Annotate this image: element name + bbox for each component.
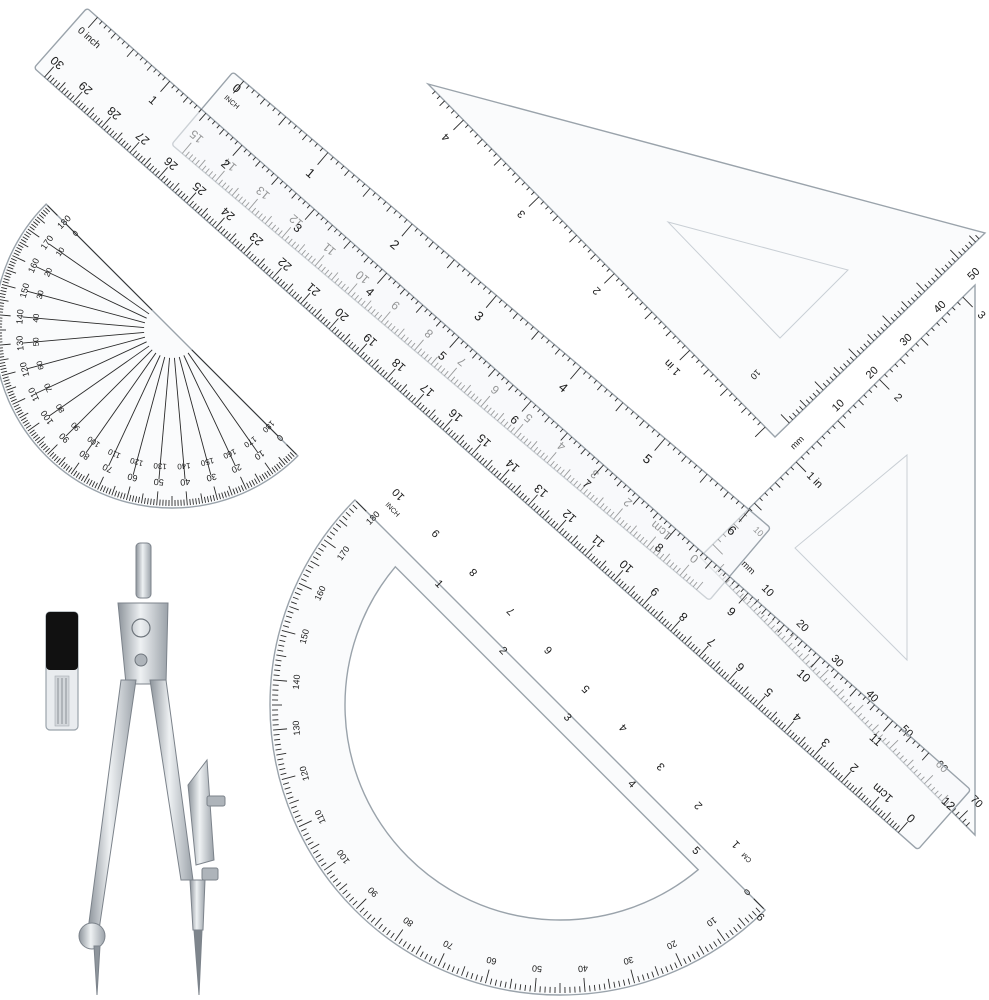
cm-number: 6: [542, 643, 555, 656]
protractor-number: 30: [622, 954, 634, 966]
cm-number: 1: [730, 838, 743, 851]
protractor-number: 30: [205, 471, 217, 483]
clamp-screw-icon: [201, 867, 219, 881]
inch-number: 3: [975, 309, 988, 322]
lead-point-icon: [193, 929, 203, 996]
cm-number: 2: [692, 799, 705, 812]
mm-number: 30: [898, 331, 915, 348]
inch-number: 4: [440, 131, 453, 144]
protractor-number: 130: [14, 335, 25, 351]
protractor-inner-number: 0: [71, 228, 81, 238]
hinge-screw-icon: [134, 653, 148, 667]
cm-number: 8: [467, 566, 480, 579]
protractor-number: 70: [101, 462, 114, 475]
protractor-number: 140: [14, 309, 25, 325]
protractor-number: 20: [665, 938, 678, 951]
protractor-number: 10: [705, 915, 719, 929]
protractor-number: 120: [18, 361, 32, 378]
protractor-number: 50: [153, 477, 164, 488]
protractor-inner-number: 40: [31, 313, 41, 323]
mm-number: 50: [965, 266, 982, 283]
protractor-inner-number: 50: [31, 337, 41, 347]
protractor-inner-number: 70: [42, 381, 54, 393]
cm-number: 9: [430, 527, 443, 540]
cm-number: 4: [617, 721, 630, 734]
protractor-number: 150: [298, 628, 312, 645]
pencil-lead-tube: [45, 611, 79, 731]
protractor-number: 50: [532, 963, 543, 974]
protractor-inner-number: 120: [129, 456, 145, 468]
protractor-inner-number: 150: [199, 456, 215, 468]
protractor-number: 20: [230, 462, 243, 475]
adjust-screw-icon: [206, 795, 226, 807]
protractor-number: 60: [485, 954, 497, 966]
protractor-number: 40: [180, 477, 191, 488]
protractor-number: 90: [366, 885, 380, 899]
protractor-inner-number: 60: [35, 359, 46, 370]
lead-sleeve: [189, 879, 206, 931]
mm-number: 20: [864, 364, 881, 381]
mm-number: 10: [830, 397, 847, 414]
triangle-cutout: [794, 453, 908, 662]
ruler-30cm: 0 inch 123456789101112302928272625242322…: [34, 8, 971, 850]
triangle-cutout: [666, 221, 849, 339]
protractor-number: 80: [401, 915, 415, 929]
lead-holder: [187, 758, 215, 866]
protractor-number: 0: [742, 887, 753, 898]
cm-number: 3: [655, 760, 668, 773]
inch-number: 2: [591, 284, 604, 297]
cm-number: 10: [390, 486, 407, 503]
cm-number: 7: [505, 604, 518, 617]
protractor-number: 40: [578, 963, 589, 974]
protractor-number: 120: [298, 765, 312, 782]
protractor-number: 130: [291, 720, 302, 736]
protractor-number: 0: [275, 433, 286, 444]
protractor-number: 60: [126, 471, 138, 483]
leg-joint-icon: [78, 922, 106, 950]
protractor-cm-unit: CM: [741, 851, 754, 864]
compass-needle-leg: [87, 679, 137, 931]
protractor-number: 10: [253, 448, 267, 462]
compass: [78, 542, 226, 996]
tube-cap: [46, 612, 78, 670]
mm-unit: mm: [788, 434, 806, 452]
protractor-inner-number: 20: [42, 266, 54, 278]
compass-logo-icon: [131, 618, 151, 638]
protractor-number: 70: [442, 938, 455, 951]
protractor-inner-number: 30: [35, 289, 46, 300]
protractor-number: 90: [57, 431, 71, 445]
protractor-number: 80: [77, 448, 91, 462]
protractor-inch-unit: INCH: [384, 502, 401, 519]
cm-number: 5: [580, 682, 593, 695]
compass-handle: [135, 542, 152, 599]
protractor-number: 140: [291, 674, 302, 690]
compass-pencil-leg: [149, 679, 194, 881]
protractor-inner-number: 140: [176, 461, 191, 471]
inch-number: 3: [515, 207, 528, 220]
protractor-number: 150: [18, 282, 32, 299]
protractor-inner-number: 130: [153, 461, 168, 471]
compass-head: [117, 602, 169, 685]
needle-point-icon: [93, 945, 101, 996]
